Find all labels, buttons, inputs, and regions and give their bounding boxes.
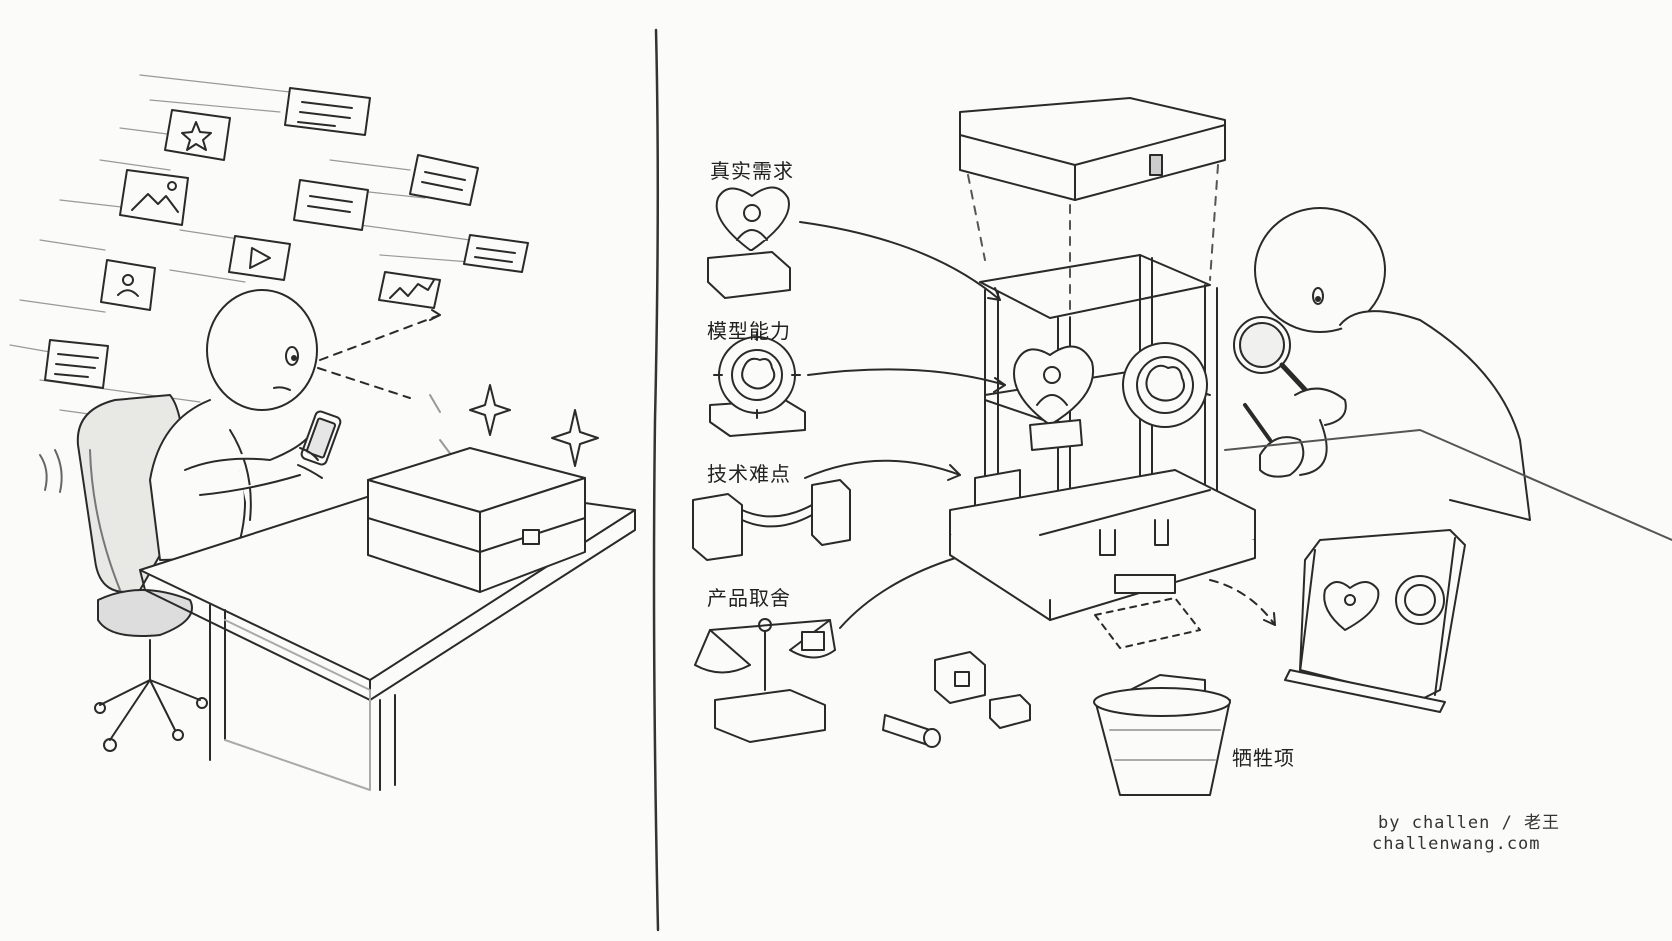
sacrifice-basket (1093, 674, 1231, 796)
arm-left (184, 434, 311, 471)
credit-site: challenwang.com (1372, 834, 1541, 854)
loose-pieces (882, 651, 1031, 748)
head-right (1254, 207, 1386, 333)
person-right (1233, 207, 1531, 521)
right-panel (692, 97, 1672, 796)
table-edge-right (1224, 429, 1672, 541)
dashed-curve-arrow (1209, 579, 1276, 626)
panel-divider (652, 28, 660, 932)
head-left (206, 289, 318, 411)
card-text-5 (44, 339, 109, 389)
card-play-icon (228, 235, 291, 281)
gaze-line-upper (319, 314, 441, 361)
card-text-1 (284, 87, 371, 136)
credit-author: by challen / 老王 (1378, 813, 1561, 833)
card-trend-chart (378, 271, 441, 309)
gear-in-frame (1122, 342, 1208, 428)
motion-marks (39, 449, 63, 493)
scaffold-frame (949, 254, 1256, 621)
heart-in-frame (1013, 345, 1095, 451)
shiny-box (367, 447, 586, 593)
body-right (1339, 310, 1531, 521)
bridge-blocks (692, 479, 851, 561)
card-star (164, 109, 231, 161)
card-image-icon (119, 169, 189, 226)
card-text-4 (463, 234, 529, 273)
card-text-3 (409, 154, 479, 206)
small-frame (1284, 529, 1466, 713)
card-person-icon (100, 259, 156, 311)
label-tech-difficulty: 技术难点 (707, 462, 791, 486)
gaze-line-lower (317, 367, 411, 399)
floating-cards (44, 87, 529, 389)
card-text-2 (293, 179, 369, 231)
label-sacrifice: 牺牲项 (1232, 746, 1295, 770)
dashed-placeholder (1094, 597, 1201, 649)
screwdriver (1243, 403, 1272, 442)
box-lid (959, 97, 1226, 201)
label-product-tradeoff: 产品取舍 (707, 586, 791, 610)
gear-pedestal (709, 331, 806, 437)
left-panel (9, 74, 636, 791)
person-left (149, 289, 342, 561)
label-real-needs: 真实需求 (710, 159, 794, 183)
label-model-capability: 模型能力 (707, 319, 791, 343)
balance-scale (694, 618, 836, 743)
heart-pedestal (707, 186, 791, 299)
gaze-arrow-upper (429, 309, 441, 321)
